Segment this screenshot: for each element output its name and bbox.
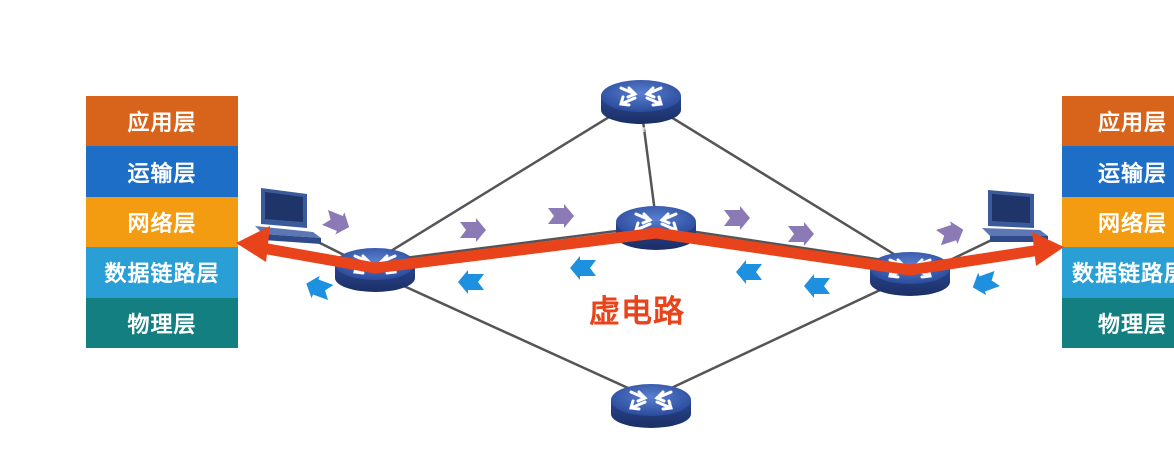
router-icon: ROUTER xyxy=(333,246,417,302)
return-packet xyxy=(804,274,830,298)
right-layer-network-label: 网络层 xyxy=(1098,211,1168,237)
left-layer-datalink-label: 数据链路层 xyxy=(104,262,220,288)
left-layer-application-label: 应用层 xyxy=(127,111,197,137)
link-bottom-right xyxy=(649,274,911,400)
router-label: ROUTER xyxy=(898,299,926,306)
left-layer-physical: 物理层 xyxy=(86,297,238,348)
arrowhead-left xyxy=(236,226,270,262)
left-layer-network-label: 网络层 xyxy=(127,211,197,237)
right-layer-transport: 运输层 xyxy=(1062,146,1174,197)
computer-icon xyxy=(982,190,1048,242)
right-layer-physical: 物理层 xyxy=(1062,297,1174,348)
right-layer-network: 网络层 xyxy=(1062,196,1174,248)
link-left-top xyxy=(372,96,641,264)
link-left-center xyxy=(372,224,657,264)
link-center-right xyxy=(655,224,911,266)
forward-packet xyxy=(460,218,486,242)
router-label: ROUTER xyxy=(627,127,655,134)
left-layer-application: 应用层 xyxy=(86,96,238,147)
right-layer-datalink-label: 数据链路层 xyxy=(1072,262,1174,288)
right-layer-datalink: 数据链路层 xyxy=(1062,247,1174,298)
right-layer-application-label: 应用层 xyxy=(1098,111,1168,137)
computer-icon xyxy=(255,188,321,244)
forward-packet xyxy=(724,206,750,230)
return-packet xyxy=(458,270,484,294)
forward-packet xyxy=(320,206,354,239)
router-label: ROUTER xyxy=(642,257,670,264)
virtual-circuit-path xyxy=(236,226,1064,276)
router-icon: ROUTER xyxy=(609,382,693,436)
left-layer-network: 网络层 xyxy=(86,196,238,248)
forward-packet xyxy=(548,204,574,228)
right-protocol-stack: 应用层 运输层 网络层 数据链路层 物理层 xyxy=(1062,96,1174,348)
return-packet xyxy=(302,272,335,304)
return-packet xyxy=(570,256,596,280)
return-packet xyxy=(736,260,762,284)
router-icon: ROUTER xyxy=(614,204,698,264)
router-icon: ROUTER xyxy=(868,250,952,306)
virtual-circuit-label: 虚电路 xyxy=(589,294,685,330)
router-label: ROUTER xyxy=(361,295,389,302)
left-layer-physical-label: 物理层 xyxy=(127,312,197,338)
left-protocol-stack: 应用层 运输层 网络层 数据链路层 物理层 xyxy=(86,96,238,348)
left-layer-datalink: 数据链路层 xyxy=(86,247,238,298)
link-left-bottom xyxy=(372,270,651,400)
forward-packet xyxy=(934,218,967,250)
arrowhead-right xyxy=(1032,232,1064,266)
right-layer-application: 应用层 xyxy=(1062,96,1174,147)
right-layer-transport-label: 运输层 xyxy=(1098,161,1168,187)
link-top-right xyxy=(639,96,911,266)
forward-packet xyxy=(788,222,814,246)
return-packet xyxy=(968,267,1002,299)
router-label: ROUTER xyxy=(637,429,665,436)
left-layer-transport-label: 运输层 xyxy=(127,161,197,187)
left-layer-transport: 运输层 xyxy=(86,146,238,197)
router-icon: ROUTER xyxy=(599,78,683,134)
right-layer-physical-label: 物理层 xyxy=(1098,312,1168,338)
